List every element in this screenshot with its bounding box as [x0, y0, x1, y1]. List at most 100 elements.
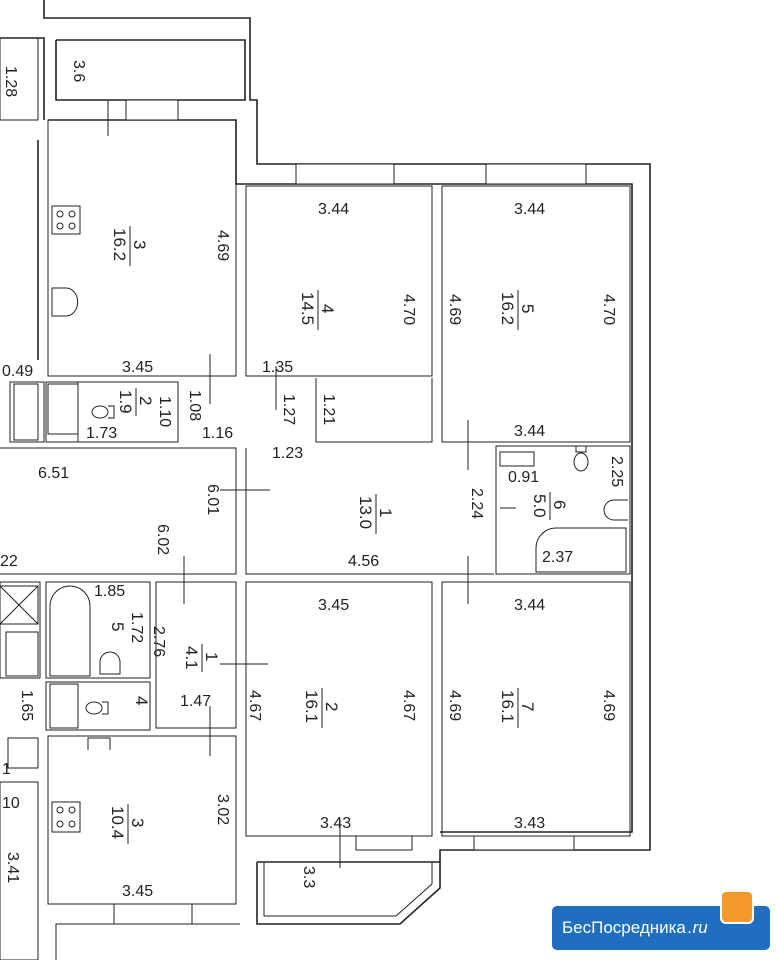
dimension-label: 3.45 — [122, 359, 153, 376]
sink-icon — [99, 651, 121, 675]
dimension-label: 3.44 — [318, 201, 349, 218]
svg-text:10.4: 10.4 — [108, 806, 127, 839]
room-label: 3 16.2 — [110, 226, 149, 266]
svg-text:16.2: 16.2 — [498, 292, 517, 325]
dimension-label: 4.67 — [400, 690, 417, 721]
dimension-label: 1.73 — [86, 425, 117, 442]
dimension-label: 1.08 — [186, 390, 203, 421]
room-label: 5 — [108, 622, 127, 631]
svg-text:1: 1 — [376, 508, 395, 517]
svg-text:4: 4 — [132, 696, 151, 705]
stove-icon — [7, 737, 39, 769]
dimension-ticks — [107, 100, 516, 868]
sink-icon — [51, 287, 79, 317]
svg-text:3: 3 — [130, 240, 149, 249]
svg-text:2: 2 — [322, 702, 341, 711]
dimension-label: 3.41 — [4, 852, 21, 883]
svg-text:2: 2 — [136, 396, 155, 405]
toilet-icon — [91, 405, 115, 419]
dimension-label: 1.16 — [202, 425, 233, 442]
brand-logo: БесПосредника.ru — [552, 890, 770, 950]
stove-icon — [51, 801, 81, 833]
dimension-label: 4.56 — [348, 553, 379, 570]
dimension-label: 2.25 — [608, 456, 625, 487]
dimension-label: 10 — [2, 795, 20, 812]
dimension-label: 3.44 — [514, 201, 545, 218]
dimension-label: 3.6 — [70, 60, 87, 82]
room-label: 4 — [132, 696, 151, 705]
fixtures — [0, 205, 628, 833]
dimension-label: 1.85 — [94, 583, 125, 600]
svg-text:7: 7 — [518, 702, 537, 711]
dimension-label: 2.24 — [468, 488, 485, 519]
svg-text:13.0: 13.0 — [356, 496, 375, 529]
dimension-label: 0.91 — [508, 469, 539, 486]
windows — [113, 99, 587, 925]
dimension-label: 1.47 — [180, 693, 211, 710]
svg-text:5: 5 — [518, 304, 537, 313]
walls — [0, 0, 651, 960]
room-label: 4 14.5 — [298, 290, 337, 330]
svg-text:14.5: 14.5 — [298, 292, 317, 325]
mascot-icon — [720, 890, 754, 924]
radiator-icon — [499, 451, 535, 467]
svg-text:16.2: 16.2 — [110, 228, 129, 261]
dimension-label: 4.69 — [446, 690, 463, 721]
bathtub-icon — [13, 383, 39, 441]
svg-text:3: 3 — [128, 818, 147, 827]
dimension-label: 6.01 — [204, 484, 221, 515]
bathtub-icon — [535, 527, 627, 573]
toilet-icon — [573, 445, 589, 472]
room-label: 1 4.1 — [182, 644, 221, 672]
dimension-label: 2.37 — [542, 549, 573, 566]
dimension-label: 1.65 — [18, 690, 35, 721]
bathtub-icon — [49, 585, 91, 677]
toilet-icon — [85, 701, 109, 715]
sink-icon — [87, 737, 111, 750]
dimension-label: 4.69 — [600, 690, 617, 721]
dimension-label: 3.45 — [318, 597, 349, 614]
dimension-label: 2.76 — [150, 626, 167, 657]
room-label: 1 13.0 — [356, 494, 395, 534]
svg-text:1.9: 1.9 — [116, 390, 135, 414]
svg-text:5.0: 5.0 — [530, 494, 549, 518]
dimension-label: 4.69 — [214, 230, 231, 261]
dimension-label: 3.45 — [122, 883, 153, 900]
dimension-label: 6.51 — [38, 465, 69, 482]
room-label: 7 16.1 — [498, 688, 537, 728]
dimension-label: 1.35 — [262, 359, 293, 376]
dimension-label: 0.49 — [2, 363, 33, 380]
dimension-label: 1.10 — [156, 396, 173, 427]
radiator-icon — [49, 683, 79, 729]
dimension-label: 3.3 — [300, 866, 317, 888]
dimension-label: 1 — [2, 761, 11, 778]
dimension-label: 1.23 — [272, 445, 303, 462]
dimension-label: 4.70 — [400, 294, 417, 325]
dimension-label: 3.44 — [514, 423, 545, 440]
radiator-icon — [47, 383, 79, 435]
svg-text:16.1: 16.1 — [498, 690, 517, 723]
room-label: 6 5.0 — [530, 492, 569, 520]
dimension-label: 4.70 — [600, 294, 617, 325]
dimension-label: 1.27 — [280, 394, 297, 425]
dimension-label: 3.43 — [320, 815, 351, 832]
room-label: 2 16.1 — [302, 688, 341, 728]
dimension-label: 1.28 — [2, 66, 19, 97]
dimension-label: 1.72 — [128, 612, 145, 643]
svg-text:6: 6 — [550, 500, 569, 509]
dimension-label: 22 — [0, 553, 18, 570]
room-label: 3 10.4 — [108, 804, 147, 844]
dimension-label: 3.43 — [514, 815, 545, 832]
svg-text:5: 5 — [108, 622, 127, 631]
dimension-labels: 3.6 1.28 4.69 3.45 3.44 3.44 4.70 4.69 4… — [0, 60, 625, 900]
dimension-label: 1.21 — [320, 394, 337, 425]
svg-text:16.1: 16.1 — [302, 690, 321, 723]
svg-text:4.1: 4.1 — [182, 646, 201, 670]
room-label: 5 16.2 — [498, 290, 537, 330]
stove-icon — [51, 205, 81, 235]
radiator-icon — [5, 631, 39, 677]
dimension-label: 6.02 — [154, 524, 171, 555]
dimension-label: 4.69 — [446, 294, 463, 325]
svg-text:1: 1 — [202, 652, 221, 661]
